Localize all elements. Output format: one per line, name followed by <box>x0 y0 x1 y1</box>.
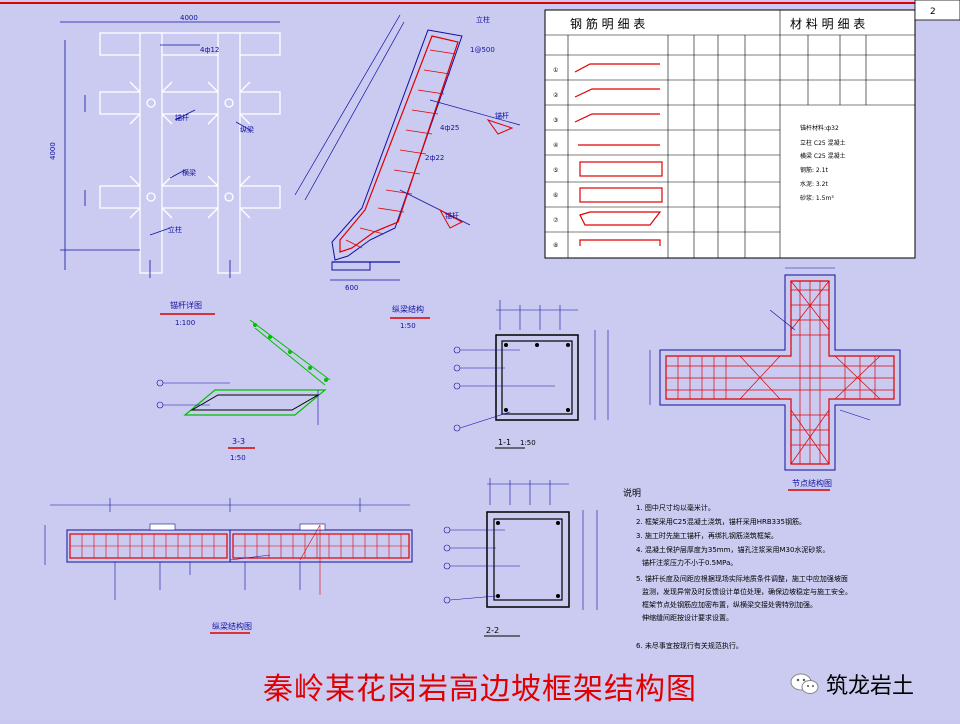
svg-text:横梁 C25 混凝土: 横梁 C25 混凝土 <box>800 152 846 160</box>
section-1-scale: 1:50 <box>520 439 536 447</box>
svg-text:⑧: ⑧ <box>553 242 558 249</box>
beam-detail-scale: 1:50 <box>400 322 416 330</box>
svg-text:立柱 C25 混凝土: 立柱 C25 混凝土 <box>800 139 846 147</box>
svg-text:①: ① <box>553 67 558 74</box>
material-table-title: 材 料 明 细 表 <box>790 17 865 31</box>
plan-annotations: 4000 4000 4ф12 锚杆 纵梁 横梁 立柱 <box>49 14 254 234</box>
svg-text:锚杆: 锚杆 <box>445 211 459 220</box>
section-2-label: 2-2 <box>486 626 499 635</box>
sheet-number: 2 <box>930 7 936 17</box>
svg-text:4000: 4000 <box>49 142 57 160</box>
section-1-label: 1-1 <box>498 438 511 447</box>
svg-text:4000: 4000 <box>180 14 198 22</box>
svg-text:4ф12: 4ф12 <box>200 46 219 54</box>
svg-text:纵梁: 纵梁 <box>240 125 254 134</box>
section-2-2: 2-2 <box>443 478 598 637</box>
svg-text:4. 混凝土保护层厚度为35mm，锚孔注浆采用M30水泥砂浆: 4. 混凝土保护层厚度为35mm，锚孔注浆采用M30水泥砂浆。 <box>636 545 829 554</box>
node-plan: 节点结构图 <box>649 267 901 491</box>
inclined-column-elevation: 立柱 1@500 4ф25 2ф22 锚杆 锚杆 600 <box>294 14 521 292</box>
frame-plan-view <box>99 32 281 274</box>
svg-text:3. 施工时先施工锚杆，再绑扎钢筋浇筑框架。: 3. 施工时先施工锚杆，再绑扎钢筋浇筑框架。 <box>636 531 778 540</box>
rebar-schedule-table: ① ② ③ ④ ⑤ ⑥ ⑦ ⑧ 锚杆材料:ф32 立柱 C25 混凝土 横梁 C25 混凝… <box>544 0 960 259</box>
anchor-detail-label: 锚杆详图 <box>170 300 202 310</box>
brand-watermark: 筑龙岩土 <box>790 668 914 700</box>
svg-text:钢筋: 2.1t: 钢筋: 2.1t <box>800 166 828 174</box>
svg-text:立柱: 立柱 <box>168 225 182 234</box>
svg-text:④: ④ <box>553 142 558 149</box>
brand-name: 筑龙岩土 <box>826 674 915 699</box>
wechat-icon <box>790 673 819 694</box>
svg-text:锚杆: 锚杆 <box>495 111 509 120</box>
section-3-label: 3-3 <box>232 437 245 446</box>
svg-text:②: ② <box>553 92 559 99</box>
svg-text:框架节点处钢筋应加密布置，纵横梁交接处需特别加强。: 框架节点处钢筋应加密布置，纵横梁交接处需特别加强。 <box>642 600 817 609</box>
drawing-caption: 秦岭某花岗岩高边坡框架结构图 <box>263 672 697 707</box>
svg-text:砂浆: 1.5m³: 砂浆: 1.5m³ <box>800 194 834 202</box>
svg-text:4ф25: 4ф25 <box>440 124 459 132</box>
node-plan-label: 节点结构图 <box>792 478 832 488</box>
svg-text:水泥: 3.2t: 水泥: 3.2t <box>800 180 828 188</box>
rebar-table-title: 钢 筋 明 细 表 <box>570 16 645 31</box>
svg-text:6. 未尽事宜按现行有关规范执行。: 6. 未尽事宜按现行有关规范执行。 <box>636 641 743 650</box>
beam-detail-label: 纵梁结构 <box>392 304 424 314</box>
svg-text:立柱: 立柱 <box>476 15 490 24</box>
svg-text:2. 框架采用C25混凝土浇筑，锚杆采用HRB335钢筋。: 2. 框架采用C25混凝土浇筑，锚杆采用HRB335钢筋。 <box>636 517 806 526</box>
design-notes: 说明 1. 图中尺寸均以毫米计。 2. 框架采用C25混凝土浇筑，锚杆采用HRB… <box>623 487 852 650</box>
notes-title: 说明 <box>623 487 641 499</box>
longitudinal-beam: 纵梁结构图 <box>44 498 413 634</box>
svg-text:2ф22: 2ф22 <box>425 154 444 162</box>
svg-text:5. 锚杆长度及间距应根据现场实际地质条件调整，施工中应加强: 5. 锚杆长度及间距应根据现场实际地质条件调整，施工中应加强坡面 <box>636 574 848 583</box>
svg-text:⑤: ⑤ <box>553 167 558 174</box>
section-3-scale: 1:50 <box>230 454 246 462</box>
svg-text:监测，发现异常及时反馈设计单位处理，确保边坡稳定与施工安全。: 监测，发现异常及时反馈设计单位处理，确保边坡稳定与施工安全。 <box>642 587 852 596</box>
svg-text:伸缩缝间距按设计要求设置。: 伸缩缝间距按设计要求设置。 <box>642 613 733 622</box>
svg-text:600: 600 <box>345 284 358 292</box>
svg-text:横梁: 横梁 <box>182 168 196 177</box>
anchor-detail: 锚杆详图 1:100 纵梁结构 1:50 3-3 1:50 <box>156 300 430 462</box>
svg-text:1. 图中尺寸均以毫米计。: 1. 图中尺寸均以毫米计。 <box>636 503 715 512</box>
svg-text:1@500: 1@500 <box>470 46 495 54</box>
plan-dimension-lines <box>60 21 280 278</box>
beam-elevation-label: 纵梁结构图 <box>212 621 252 631</box>
svg-text:③: ③ <box>553 117 558 124</box>
svg-text:⑦: ⑦ <box>553 217 559 224</box>
svg-text:锚杆材料:ф32: 锚杆材料:ф32 <box>800 124 839 132</box>
svg-text:锚杆: 锚杆 <box>175 113 189 122</box>
section-1-1: 1-1 1:50 <box>453 300 609 449</box>
svg-text:锚杆注浆压力不小于0.5MPa。: 锚杆注浆压力不小于0.5MPa。 <box>642 558 737 567</box>
anchor-detail-scale: 1:100 <box>175 319 195 327</box>
svg-text:⑥: ⑥ <box>553 192 558 199</box>
